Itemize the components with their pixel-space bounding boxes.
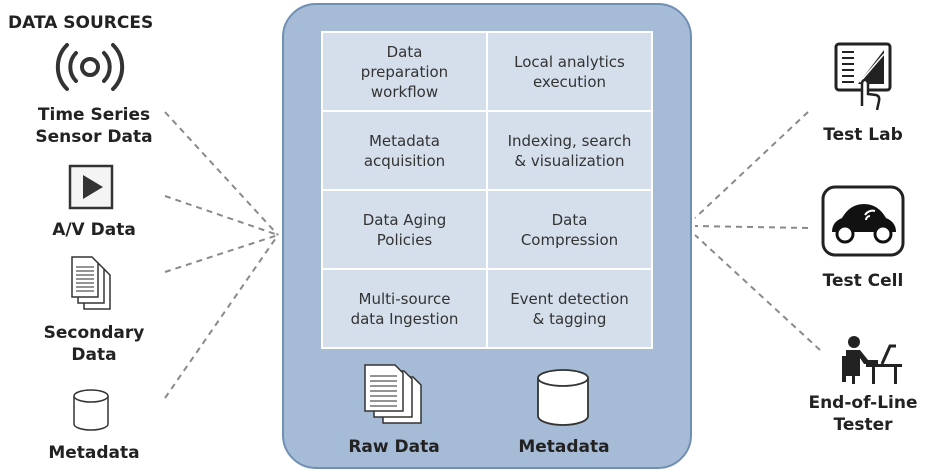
end-of-line-tester-label: End-of-Line Tester (808, 393, 918, 435)
connector-time-series (164, 111, 279, 236)
connector-eol-tester (694, 234, 821, 351)
capability-indexing-search: Indexing, search& visualization (488, 112, 651, 189)
av-data-label: A/V Data (52, 220, 136, 240)
documents-icon (71, 256, 111, 310)
database-icon (537, 369, 589, 426)
connector-test-cell (694, 225, 809, 229)
test-lab-label: Test Lab (823, 125, 903, 145)
data-sources-header: DATA SOURCES (8, 13, 154, 33)
database-icon (73, 389, 109, 431)
connector-av-data (164, 195, 279, 236)
test-cell-label: Test Cell (822, 271, 904, 291)
metadata-store-label: Metadata (518, 437, 610, 457)
touch-tablet-icon (834, 42, 892, 111)
connected-car-icon (821, 185, 905, 257)
time-series-label: Time Series Sensor Data (35, 105, 153, 147)
raw-data-label: Raw Data (348, 437, 440, 457)
documents-icon (364, 364, 422, 424)
metadata-source-label: Metadata (48, 443, 140, 463)
person-at-desk-icon (842, 336, 902, 384)
wireless-signal-icon (55, 43, 125, 91)
play-icon (68, 164, 114, 210)
connector-metadata (164, 234, 279, 399)
secondary-data-label: Secondary Data (43, 323, 145, 365)
capability-event-detection: Event detection& tagging (488, 270, 651, 347)
connector-test-lab (694, 111, 809, 219)
connector-secondary-data (164, 234, 279, 273)
